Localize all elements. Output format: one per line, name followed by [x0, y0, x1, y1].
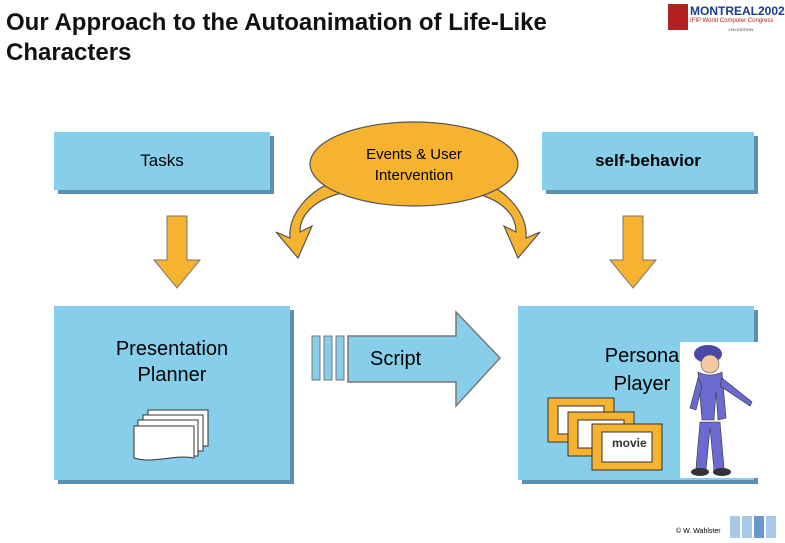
intervention-arrows: [275, 121, 541, 260]
logo-subtitle: IFIP World Computer Congress: [690, 18, 774, 24]
events-ellipse: [309, 121, 519, 207]
left-curved-arrow: [275, 179, 347, 260]
self-behavior-box: self-behavior: [542, 132, 754, 190]
page-title: Our Approach to the Autoanimation of Lif…: [6, 9, 547, 66]
movie-label: movie: [612, 436, 647, 450]
right-curved-arrow: [469, 179, 541, 260]
logo-title: MONTREAL2002: [690, 4, 785, 18]
dfki-logo: [730, 516, 778, 538]
logo-edition: 17th EDITION: [728, 27, 754, 32]
planner-box: Presentation Planner: [54, 306, 290, 480]
tasks-label: Tasks: [140, 151, 184, 170]
persona-label: Persona Player: [604, 345, 680, 395]
down-arrow-left: [152, 215, 202, 289]
down-arrow-right: [608, 215, 658, 289]
self-behavior-label: self-behavior: [595, 151, 701, 170]
documents-icon: [133, 409, 209, 461]
events-label: Events & User Intervention: [366, 146, 462, 184]
film-strip-3: [591, 423, 663, 471]
tasks-box: Tasks: [54, 132, 270, 190]
script-arrow: [311, 310, 502, 408]
persona-character: [680, 342, 762, 478]
film-strips: [547, 397, 663, 471]
copyright: © W. Wahlster: [676, 528, 721, 535]
planner-label: Presentation Planner: [115, 338, 229, 386]
montreal-logo: MONTREAL2002 IFIP World Computer Congres…: [668, 4, 785, 38]
script-label: Script: [370, 348, 422, 370]
